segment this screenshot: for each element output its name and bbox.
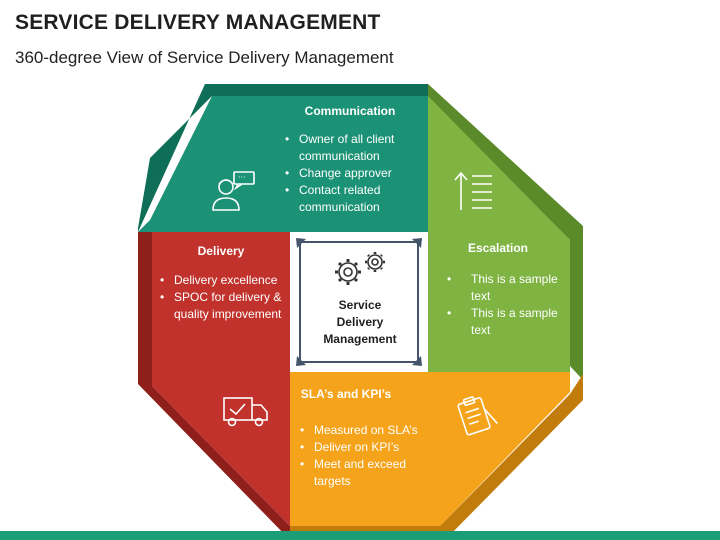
center-frame (299, 241, 419, 363)
center-label-line: Management (323, 332, 397, 346)
sla-title: SLA’s and KPI’s (300, 387, 392, 401)
center-label-line: Service (338, 298, 382, 312)
list-item: Owner of all client communication (285, 131, 417, 165)
list-item: Delivery excellence (160, 272, 288, 289)
center-frame-arrows (296, 238, 422, 366)
list-item: Meet and exceed targets (300, 456, 430, 490)
clipboard-pen-icon (457, 396, 498, 436)
communication-list: Owner of all client communication Change… (285, 131, 417, 216)
center-label: Service Delivery Management (300, 297, 420, 348)
sla-shadow (290, 374, 583, 540)
escalation-list-icon (454, 171, 492, 210)
delivery-truck-check-icon (223, 397, 268, 427)
list-item: SPOC for delivery & quality improvement (160, 289, 288, 323)
center-box (290, 232, 428, 372)
bottom-accent-bar (0, 531, 720, 540)
page-title: SERVICE DELIVERY MANAGEMENT (15, 11, 381, 34)
sla-list: Measured on SLA’s Deliver on KPI’s Meet … (300, 422, 430, 490)
support-agent-chat-icon: ··· (212, 171, 255, 211)
list-item: This is a sample text (447, 271, 559, 305)
delivery-list: Delivery excellence SPOC for delivery & … (160, 272, 288, 323)
escalation-title: Escalation (467, 241, 529, 255)
list-item: Change approver (285, 165, 417, 182)
list-item: Deliver on KPI’s (300, 439, 430, 456)
list-item: Contact related communication (285, 182, 417, 216)
delivery-title: Delivery (197, 244, 245, 258)
page-subtitle: 360-degree View of Service Delivery Mana… (15, 48, 394, 67)
svg-text:···: ··· (238, 173, 246, 182)
list-item: This is a sample text (447, 305, 559, 339)
list-item: Measured on SLA’s (300, 422, 430, 439)
escalation-list: This is a sample text This is a sample t… (447, 271, 559, 339)
communication-title: Communication (304, 104, 396, 118)
gears-icon (335, 252, 385, 285)
center-label-line: Delivery (336, 315, 384, 329)
